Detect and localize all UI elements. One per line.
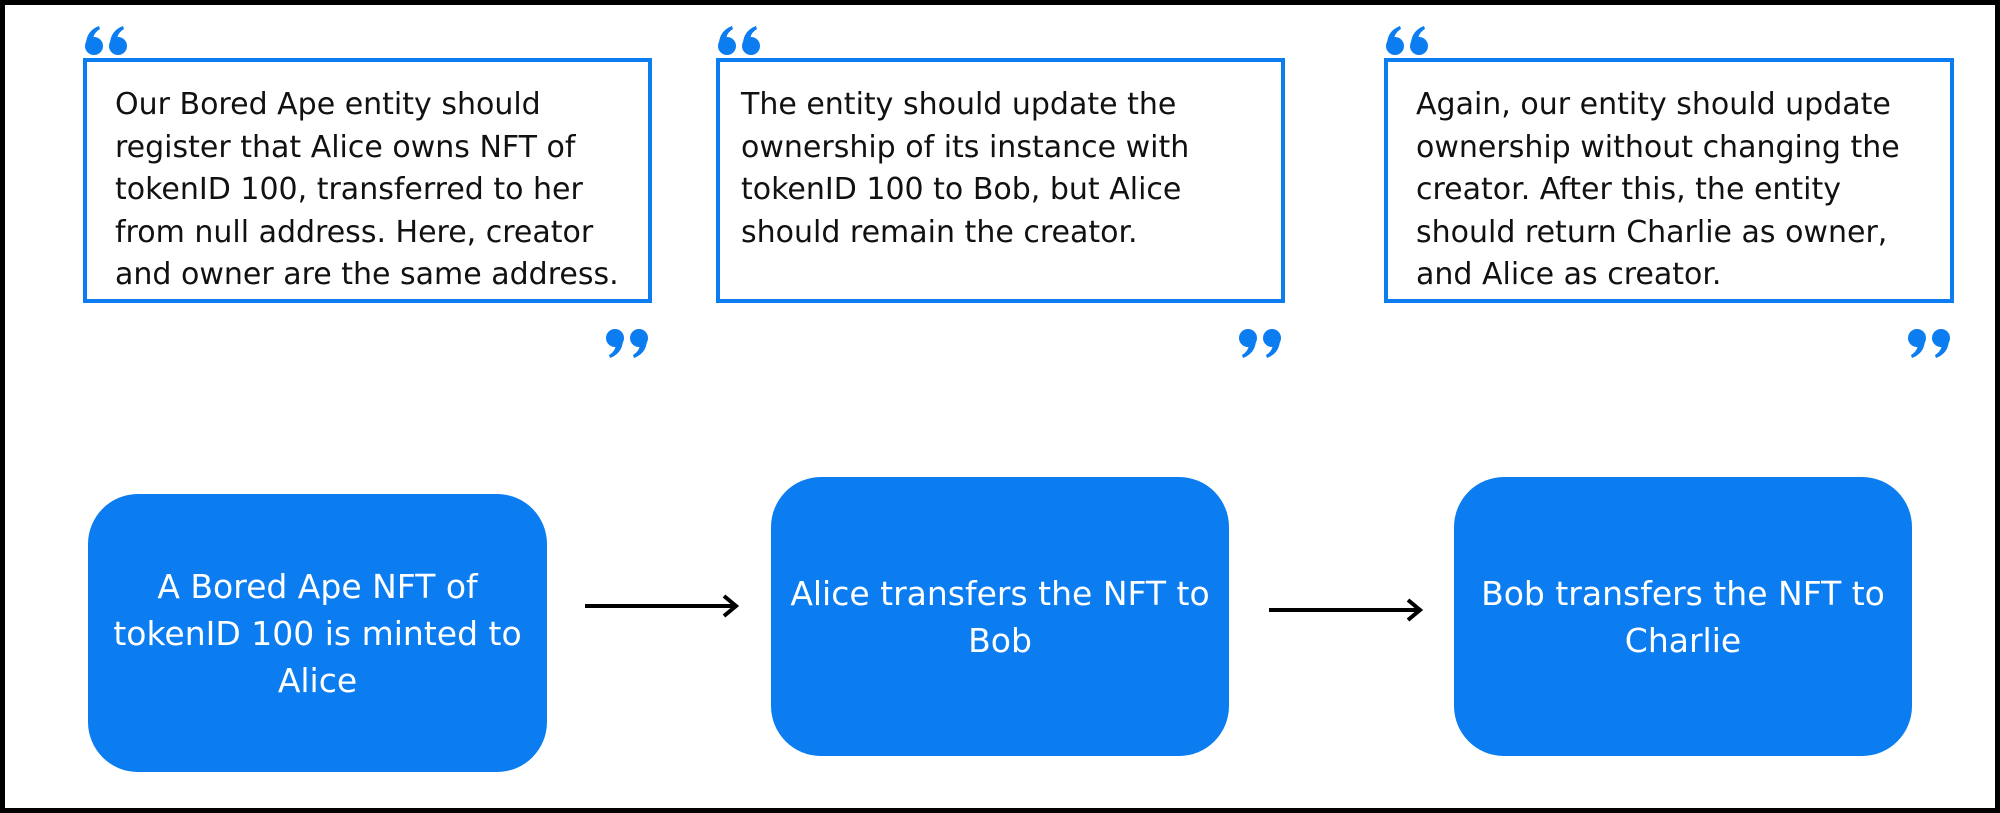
quote-text-2: The entity should update the ownership o…: [741, 87, 1190, 250]
step-label-3: Bob transfers the NFT to Charlie: [1481, 573, 1885, 660]
close-quote-icon: [603, 328, 649, 358]
step-box-3: Bob transfers the NFT to Charlie: [1454, 477, 1912, 756]
close-quote-icon: [1236, 328, 1282, 358]
step-label-2: Alice transfers the NFT to Bob: [790, 573, 1210, 660]
quote-box-2: The entity should update the ownership o…: [716, 58, 1285, 303]
diagram-canvas: Our Bored Ape entity should register tha…: [5, 5, 1995, 808]
quote-text-3: Again, our entity should update ownershi…: [1416, 87, 1900, 292]
step-box-2: Alice transfers the NFT to Bob: [771, 477, 1229, 756]
right-arrow-icon: [1269, 598, 1424, 622]
open-quote-icon: [1385, 26, 1431, 56]
close-quote-icon: [1905, 328, 1951, 358]
step-box-1: A Bored Ape NFT of tokenID 100 is minted…: [88, 494, 547, 772]
quote-box-1: Our Bored Ape entity should register tha…: [83, 58, 652, 303]
quote-text-1: Our Bored Ape entity should register tha…: [115, 87, 619, 292]
open-quote-icon: [717, 26, 763, 56]
quote-box-3: Again, our entity should update ownershi…: [1384, 58, 1954, 303]
open-quote-icon: [84, 26, 130, 56]
right-arrow-icon: [585, 594, 740, 618]
step-label-1: A Bored Ape NFT of tokenID 100 is minted…: [113, 566, 522, 700]
